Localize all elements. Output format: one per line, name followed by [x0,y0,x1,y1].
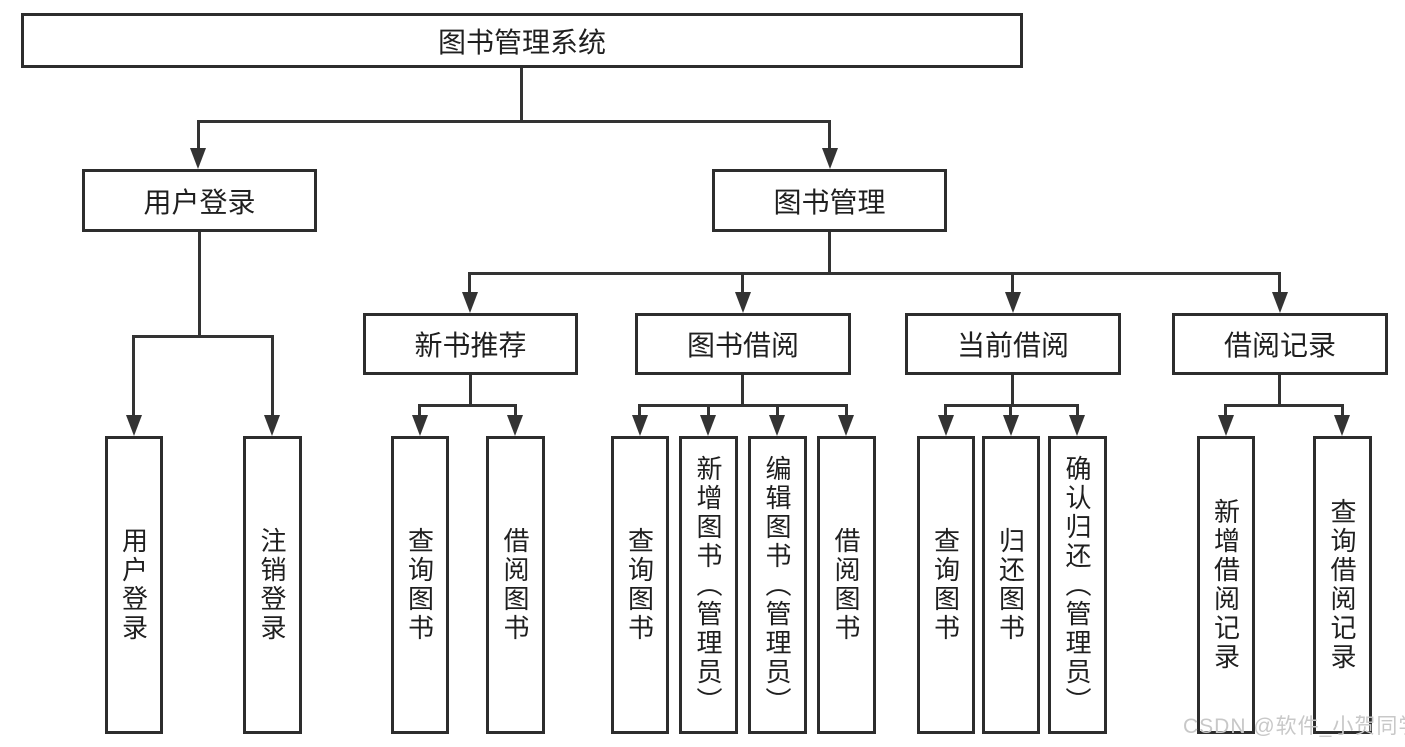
leaf-edit-books-admin: 编辑图书（管理员） [748,436,807,734]
arrow-down-icon [700,415,716,436]
connector-h [197,120,831,123]
connector-v [1341,404,1344,417]
arrow-down-icon [1334,415,1350,436]
node-borrowing-records: 借阅记录 [1172,313,1388,375]
connector-v [828,120,831,150]
leaf-user-login: 用户登录 [105,436,163,734]
arrow-down-icon [1069,415,1085,436]
arrow-down-icon [264,415,280,436]
arrow-down-icon [126,415,142,436]
connector-v [845,404,848,417]
arrow-down-icon [838,415,854,436]
arrow-down-icon [735,292,751,313]
arrow-down-icon [412,415,428,436]
connector-v [520,68,523,121]
connector-v [1009,404,1012,417]
connector-v [468,272,471,294]
connector-v [1278,272,1281,294]
connector-v [198,232,201,337]
connector-v [418,404,421,417]
connector-v [1278,375,1281,406]
connector-v [776,404,779,417]
csdn-watermark: CSDN @软件_小贺同学 [1183,715,1405,738]
connector-v [1076,404,1079,417]
arrow-down-icon [1005,292,1021,313]
leaf-borrow-books-1: 借阅图书 [486,436,545,734]
connector-h [418,404,517,407]
connector-v [197,120,200,150]
connector-h [638,404,848,407]
connector-v [469,375,472,406]
arrow-down-icon [462,292,478,313]
leaf-borrow-books-2: 借阅图书 [817,436,876,734]
connector-h [132,335,274,338]
connector-v [741,272,744,294]
node-book-borrowing: 图书借阅 [635,313,851,375]
node-book-management: 图书管理 [712,169,947,232]
arrow-down-icon [1272,292,1288,313]
arrow-down-icon [938,415,954,436]
arrow-down-icon [822,148,838,169]
leaf-add-books-admin: 新增图书（管理员） [679,436,738,734]
connector-v [271,335,274,417]
arrow-down-icon [1003,415,1019,436]
connector-h [468,272,1280,275]
connector-v [1224,404,1227,417]
connector-v [944,404,947,417]
connector-v [741,375,744,406]
node-user-login: 用户登录 [82,169,317,232]
connector-v [1011,272,1014,294]
node-library-system: 图书管理系统 [21,13,1023,68]
node-current-borrowing: 当前借阅 [905,313,1121,375]
arrow-down-icon [1218,415,1234,436]
leaf-query-books-3: 查询图书 [917,436,975,734]
leaf-logout: 注销登录 [243,436,302,734]
connector-v [132,335,135,417]
node-new-book-recommendation: 新书推荐 [363,313,578,375]
arrow-down-icon [769,415,785,436]
connector-v [828,232,831,275]
leaf-return-books: 归还图书 [982,436,1040,734]
connector-h [1224,404,1344,407]
leaf-add-borrow-record: 新增借阅记录 [1197,436,1255,734]
leaf-query-books-1: 查询图书 [391,436,449,734]
leaf-confirm-return-admin: 确认归还（管理员） [1048,436,1107,734]
arrow-down-icon [190,148,206,169]
connector-v [707,404,710,417]
connector-v [638,404,641,417]
connector-v [514,404,517,417]
leaf-query-books-2: 查询图书 [611,436,669,734]
leaf-query-borrow-record: 查询借阅记录 [1313,436,1372,734]
connector-v [1011,375,1014,406]
arrow-down-icon [507,415,523,436]
arrow-down-icon [632,415,648,436]
